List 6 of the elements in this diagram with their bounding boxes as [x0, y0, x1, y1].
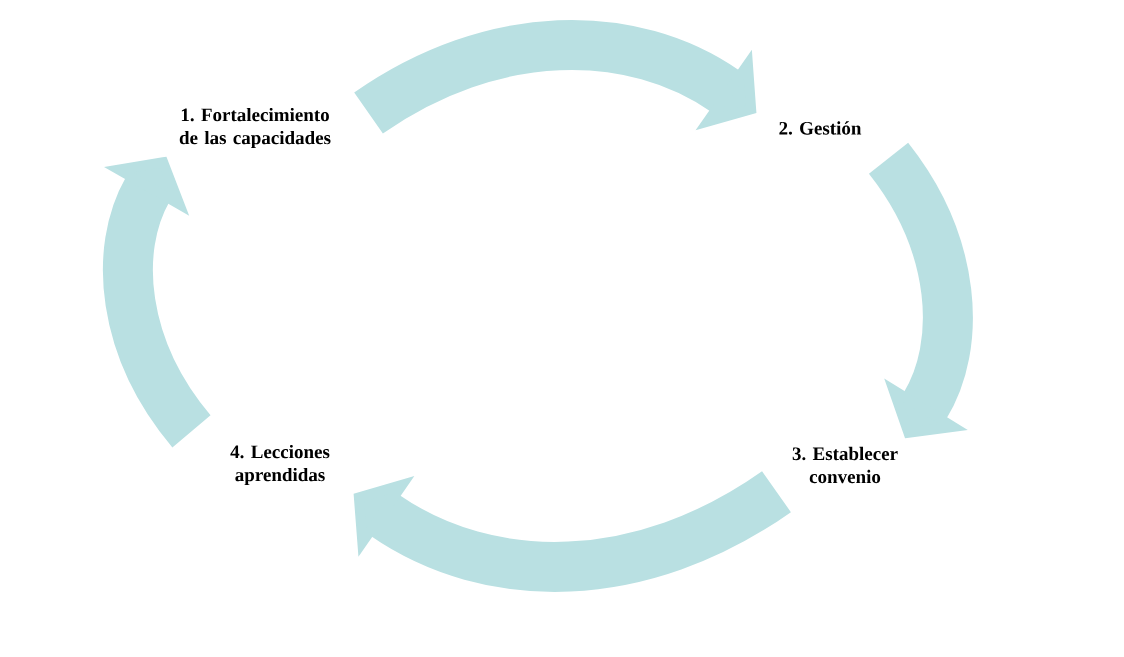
- block-arrow: [355, 20, 757, 135]
- step-label: 4. Lecciones aprendidas: [230, 444, 330, 486]
- step-label: 2. Gestión: [779, 121, 862, 135]
- step-label: 3. Establecer convenio: [792, 446, 898, 484]
- block-arrow: [353, 470, 791, 592]
- step-label: 1. Fortalecimiento de las capacidades: [179, 107, 331, 149]
